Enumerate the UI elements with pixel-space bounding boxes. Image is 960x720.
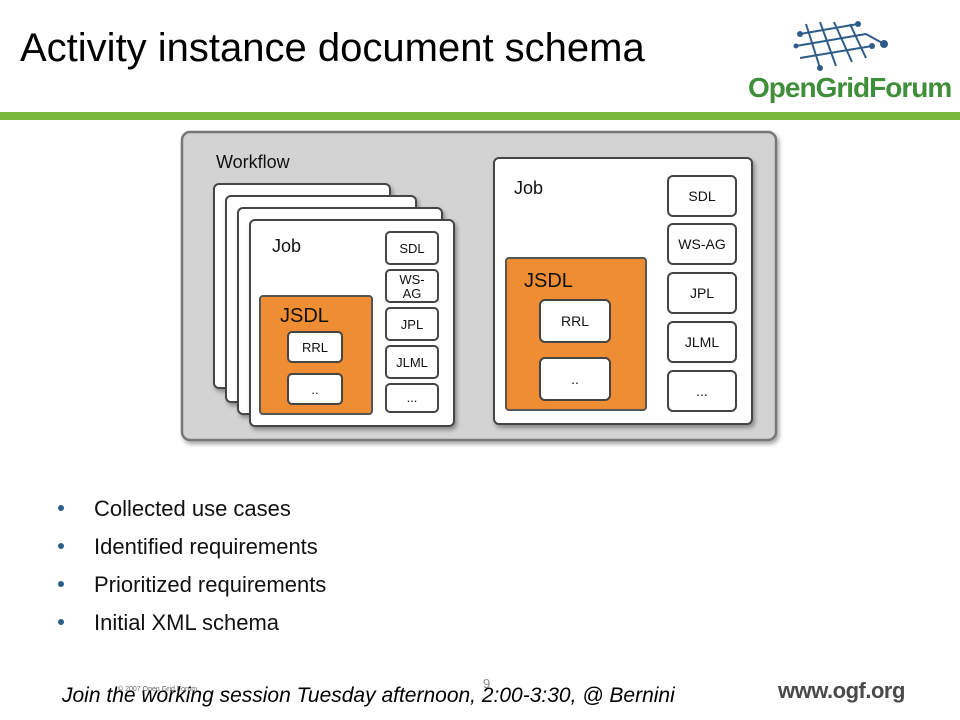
right-jlml-box: [667, 321, 737, 363]
right-rrl-box: [539, 299, 611, 343]
bullet-dot-icon: [58, 505, 64, 511]
website-link[interactable]: www.ogf.org: [778, 678, 905, 703]
left-ellipsis-box: [287, 373, 343, 405]
bullet-text: Collected use cases: [94, 496, 291, 521]
logo-word-grid: Grid: [815, 72, 871, 103]
bullet-item: Collected use cases: [58, 490, 326, 528]
slide-title: Activity instance document schema: [20, 26, 645, 70]
left-more-box: [385, 383, 439, 413]
right-sdl-box: [667, 175, 737, 217]
right-rrl-label: RRL: [561, 313, 589, 329]
logo-wordmark: OpenGridForum: [748, 72, 952, 104]
bullet-text: Initial XML schema: [94, 610, 280, 635]
right-jsdl-label: JSDL: [524, 270, 573, 292]
ogf-logo: OpenGridForum: [740, 18, 952, 108]
left-wsag-box: [385, 269, 439, 303]
left-jlml-box: [385, 345, 439, 379]
left-wsag-label-line2: AG: [403, 286, 422, 301]
footer-copyright: © 2007 Open Grid Forum: [118, 686, 198, 693]
left-rrl-box: [287, 331, 343, 363]
bullet-text: Prioritized requirements: [94, 572, 327, 597]
left-jpl-label: JPL: [401, 317, 423, 332]
right-jlml-label: JLML: [685, 334, 719, 350]
logo-word-forum: Forum: [869, 72, 952, 103]
right-more-label: ...: [696, 383, 708, 399]
header-divider: [0, 112, 960, 120]
left-jpl-box: [385, 307, 439, 341]
bullet-list: Collected use cases Identified requireme…: [58, 490, 326, 642]
left-job-label: Job: [272, 236, 301, 256]
right-more-box: [667, 370, 737, 412]
bullet-dot-icon: [58, 619, 64, 625]
page-number: 9: [483, 676, 491, 691]
bullet-dot-icon: [58, 581, 64, 587]
bullet-item: Prioritized requirements: [58, 566, 326, 604]
workflow-label: Workflow: [216, 152, 291, 172]
bullet-dot-icon: [58, 543, 64, 549]
left-rrl-label: RRL: [302, 340, 328, 355]
left-sdl-box: [385, 231, 439, 265]
bullet-item: Initial XML schema: [58, 604, 326, 642]
session-note: Join the working session Tuesday afterno…: [62, 684, 675, 707]
right-job-label: Job: [514, 178, 543, 198]
left-ellipsis-label: ..: [311, 382, 318, 397]
left-sdl-label: SDL: [399, 241, 424, 256]
right-ellipsis-box: [539, 357, 611, 401]
grid-logo-icon: [793, 21, 888, 71]
left-more-label: ...: [407, 390, 418, 405]
left-side-items: SDL WS- AG JPL JLML ...: [385, 231, 439, 413]
right-ellipsis-label: ..: [571, 371, 579, 387]
right-wsag-label: WS-AG: [678, 236, 725, 252]
logo-word-open: Open: [748, 72, 817, 103]
right-sdl-label: SDL: [688, 188, 715, 204]
left-jsdl-label: JSDL: [280, 305, 329, 327]
left-jlml-label: JLML: [396, 355, 428, 370]
bullet-item: Identified requirements: [58, 528, 326, 566]
right-jpl-label: JPL: [690, 285, 714, 301]
right-jpl-box: [667, 272, 737, 314]
right-side-items: SDL WS-AG JPL JLML ...: [667, 175, 737, 412]
left-wsag-label-line1: WS-: [399, 272, 424, 287]
bullet-text: Identified requirements: [94, 534, 318, 559]
right-wsag-box: [667, 223, 737, 265]
